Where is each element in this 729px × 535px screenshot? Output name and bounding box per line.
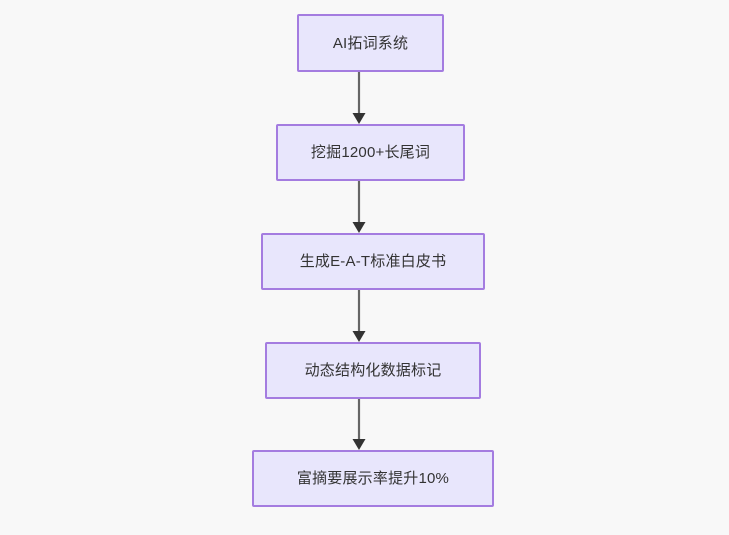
flow-node-label: 富摘要展示率提升10% bbox=[296, 470, 450, 487]
flow-node-ai-keyword-system[interactable]: AI拓词系统 bbox=[297, 14, 444, 72]
flow-node-generate-eat-whitepaper[interactable]: 生成E-A-T标准白皮书 bbox=[261, 233, 485, 290]
flow-edge-4 bbox=[347, 399, 371, 450]
flow-node-label: AI拓词系统 bbox=[332, 34, 409, 52]
flow-edge-3 bbox=[347, 290, 371, 342]
flow-node-rich-snippet-rate-increase[interactable]: 富摘要展示率提升10% bbox=[252, 450, 494, 507]
flow-node-label: 动态结构化数据标记 bbox=[304, 362, 442, 379]
flow-node-mine-longtail-keywords[interactable]: 挖掘1200+长尾词 bbox=[276, 124, 465, 181]
flow-edge-2 bbox=[347, 181, 371, 233]
edge-arrowhead-3 bbox=[352, 331, 366, 342]
flow-node-label: 生成E-A-T标准白皮书 bbox=[299, 253, 447, 270]
edge-arrowhead-4 bbox=[352, 439, 366, 450]
edge-arrowhead-2 bbox=[352, 222, 366, 233]
flow-edge-1 bbox=[347, 72, 371, 124]
flow-node-label: 挖掘1200+长尾词 bbox=[310, 144, 431, 161]
edge-arrowhead-1 bbox=[352, 113, 366, 124]
flow-node-dynamic-structured-data-markup[interactable]: 动态结构化数据标记 bbox=[265, 342, 481, 399]
